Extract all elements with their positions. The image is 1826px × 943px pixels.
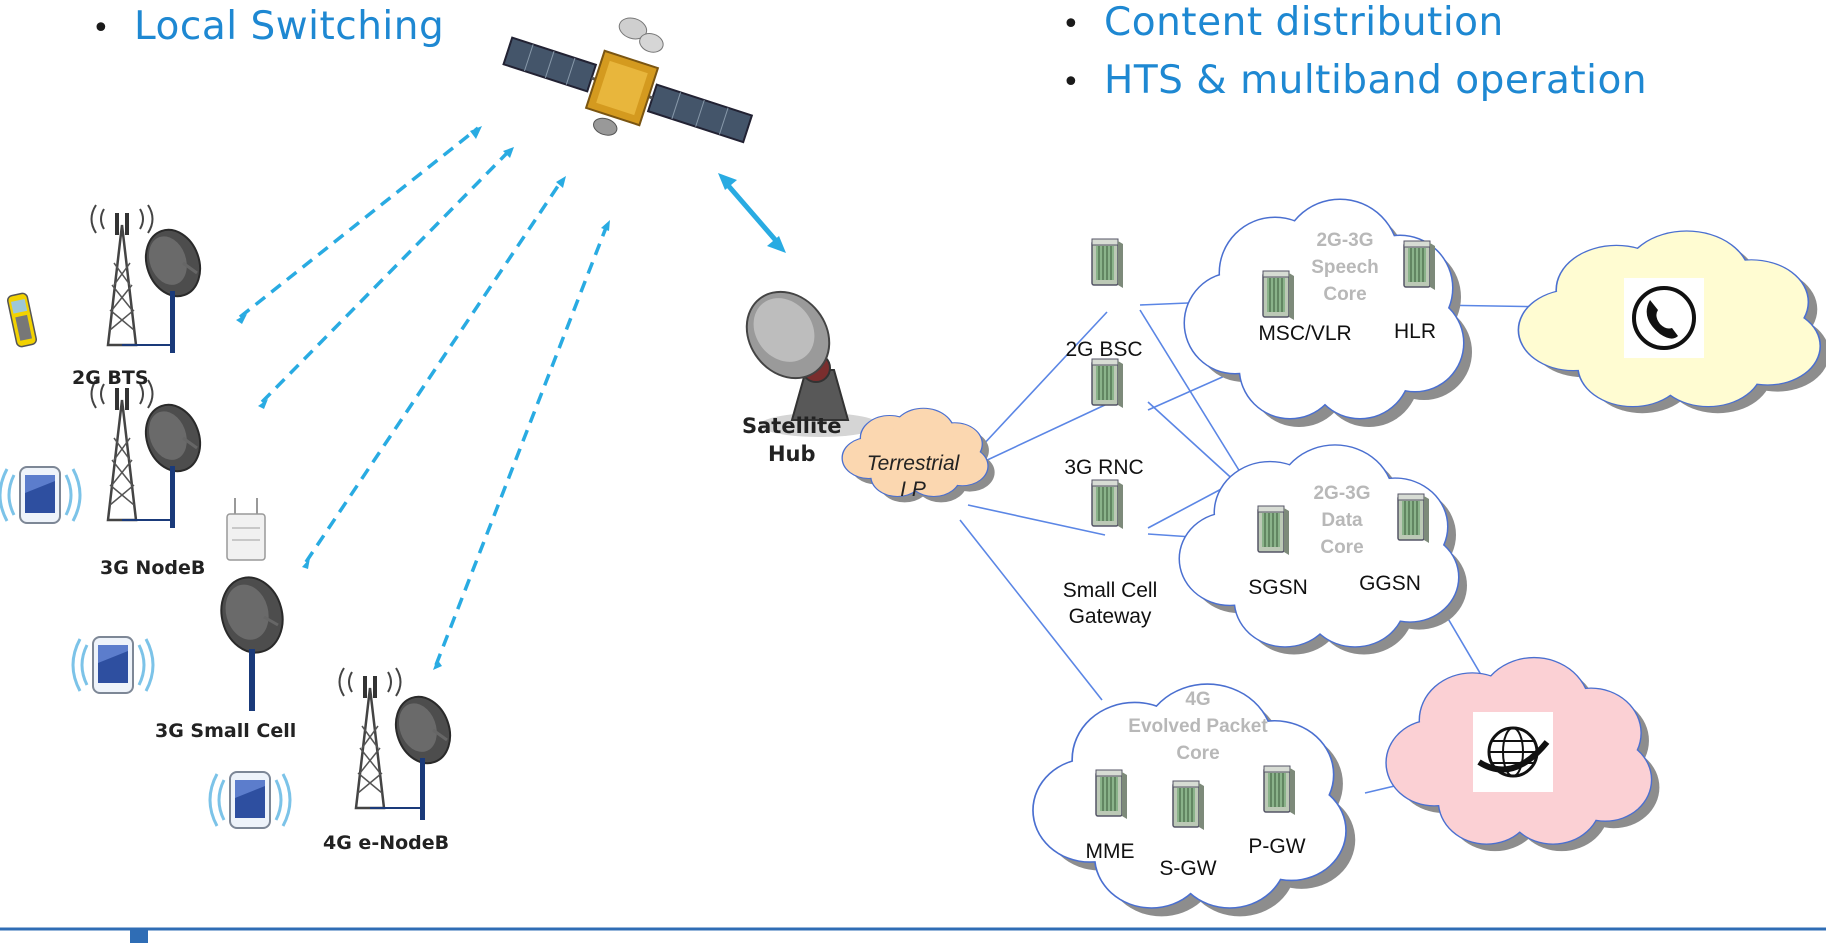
site-2g-bts [6,203,211,355]
label-3g-nodeb: 3G NodeB [100,557,206,579]
label-msc-vlr: MSC/VLR [1258,322,1352,345]
label-hlr: HLR [1393,320,1436,343]
label-3g-small-cell: 3G Small Cell [155,720,297,742]
satellite-links [238,126,609,666]
satellite-icon [502,17,754,144]
pgw-rack-icon [1263,765,1296,816]
label-ggsn: GGSN [1359,572,1421,595]
feature-phone-icon [6,292,38,348]
bullet-hts-multiband: •HTS & multiband operation [1062,58,1648,103]
label-mme: MME [1085,840,1135,863]
smartphone-icon [71,635,155,695]
hub-satellite-link [718,173,786,253]
link-arrowheads [236,126,610,670]
scgw-rack-icon [1091,479,1124,530]
mme-rack-icon [1095,769,1128,820]
label-3g-rnc: 3G RNC [1064,456,1144,479]
smartphone-icon [208,770,292,830]
bullet-local-switching: •Local Switching [92,4,445,49]
link-bts [238,126,480,319]
bullet-content-distribution: •Content distribution [1062,0,1504,45]
site-3g-small-cell [71,498,284,711]
site-3g-nodeb [0,378,211,530]
link-small-cell [304,179,564,563]
footer-logo-fragment [130,930,148,943]
satellite-hub-dish-icon [745,290,880,437]
label-s-gw: S-GW [1159,857,1217,880]
telephone-icon [1624,278,1704,358]
rnc-rack-icon [1091,358,1124,409]
ggsn-rack-icon [1397,493,1430,544]
link-nodeb [260,148,512,404]
sgw-rack-icon [1172,780,1205,831]
globe-icon [1473,712,1553,792]
label-4g-enodeb: 4G e-NodeB [323,832,450,854]
label-p-gw: P-GW [1248,835,1306,858]
label-sgsn: SGSN [1248,576,1308,599]
small-cell-radio-icon [226,498,266,561]
link-enodeb [434,224,609,666]
hlr-rack-icon [1403,240,1436,291]
label-2g-bts: 2G BTS [72,367,149,389]
site-4g-enodeb [208,666,461,830]
label-2g-bsc: 2G BSC [1065,338,1143,361]
bsc-rack-icon [1091,238,1124,289]
smartphone-icon [0,465,82,525]
